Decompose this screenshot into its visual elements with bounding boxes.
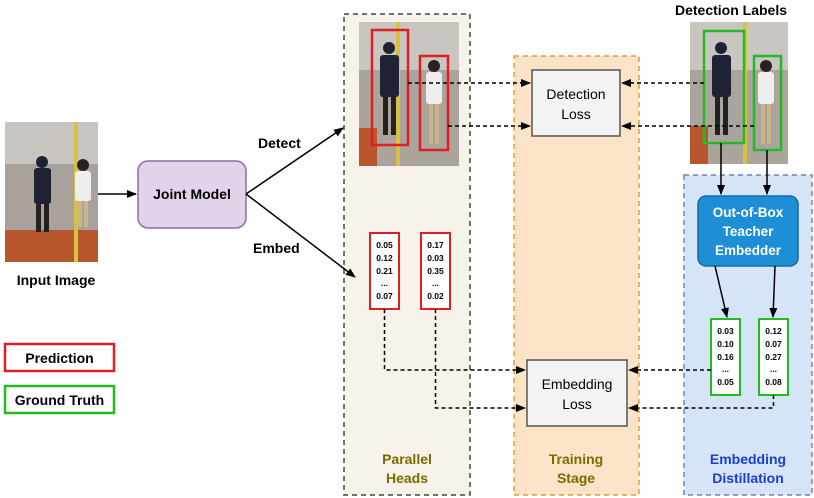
input-image (5, 122, 98, 262)
pred-1-value-1: 0.12 (376, 253, 393, 263)
gt-2-value-4: 0.08 (765, 377, 782, 387)
prediction-box-2 (418, 54, 450, 152)
input-image-label: Input Image (17, 272, 96, 288)
pred-2-value-0: 0.17 (427, 240, 444, 250)
teacher-line2: Teacher (723, 224, 775, 239)
joint-model-label: Joint Model (153, 186, 231, 202)
pred-2-value-3: ... (432, 278, 439, 288)
pred-1-value-0: 0.05 (376, 240, 393, 250)
detection-labels-title: Detection Labels (675, 2, 787, 18)
detection-loss-line1: Detection (546, 86, 605, 102)
gt-2-value-1: 0.07 (765, 339, 782, 349)
detection-loss-box (531, 69, 621, 137)
detection-labels-image (690, 22, 788, 164)
ground-truth-vector-1: 0.03 0.10 0.16 ... 0.05 (710, 318, 741, 396)
teacher-line1: Out-of-Box (713, 205, 784, 220)
teacher-embedder-box (697, 195, 799, 267)
detect-edge-label: Detect (258, 135, 301, 151)
parallel-heads-caption-line1: Parallel (382, 451, 432, 467)
training-stage-caption-line1: Training (549, 451, 603, 467)
pred-2-value-1: 0.03 (427, 253, 444, 263)
embedding-loss-line2: Loss (562, 396, 592, 412)
gt-1-value-2: 0.16 (717, 352, 734, 362)
gt-1-value-0: 0.03 (717, 326, 734, 336)
ground-truth-box-1 (702, 29, 746, 145)
embedding-loss-box (526, 359, 628, 427)
gt-2-value-0: 0.12 (765, 326, 782, 336)
ground-truth-vector-2: 0.12 0.07 0.27 ... 0.08 (758, 318, 789, 396)
gt-2-value-3: ... (770, 364, 777, 374)
prediction-vector-2: 0.17 0.03 0.35 ... 0.02 (420, 232, 451, 310)
pred-2-value-2: 0.35 (427, 266, 444, 276)
embedding-distillation-caption-line1: Embedding (710, 451, 786, 467)
teacher-line3: Embedder (715, 243, 782, 258)
pred-1-value-3: ... (381, 278, 388, 288)
legend-ground-truth-box (3, 384, 116, 415)
gt-1-value-3: ... (722, 364, 729, 374)
legend-ground-truth-label: Ground Truth (15, 392, 104, 408)
legend-prediction-label: Prediction (25, 350, 93, 366)
training-stage-caption-line2: Stage (557, 470, 595, 486)
pred-2-value-4: 0.02 (427, 291, 444, 301)
gt-1-value-1: 0.10 (717, 339, 734, 349)
prediction-vector-1: 0.05 0.12 0.21 ... 0.07 (369, 232, 400, 310)
prediction-box-1 (370, 28, 410, 147)
embedding-loss-line1: Embedding (542, 376, 613, 392)
embedding-distillation-caption-line2: Distillation (712, 470, 784, 486)
detection-loss-line2: Loss (561, 106, 591, 122)
gt-2-value-2: 0.27 (765, 352, 782, 362)
dashed-connectors (383, 79, 775, 412)
parallel-heads-caption-line2: Heads (386, 470, 428, 486)
gt-1-value-4: 0.05 (717, 377, 734, 387)
pred-1-value-4: 0.07 (376, 291, 393, 301)
embed-edge-label: Embed (253, 240, 300, 256)
pred-1-value-2: 0.21 (376, 266, 393, 276)
legend-prediction-box (3, 342, 116, 373)
